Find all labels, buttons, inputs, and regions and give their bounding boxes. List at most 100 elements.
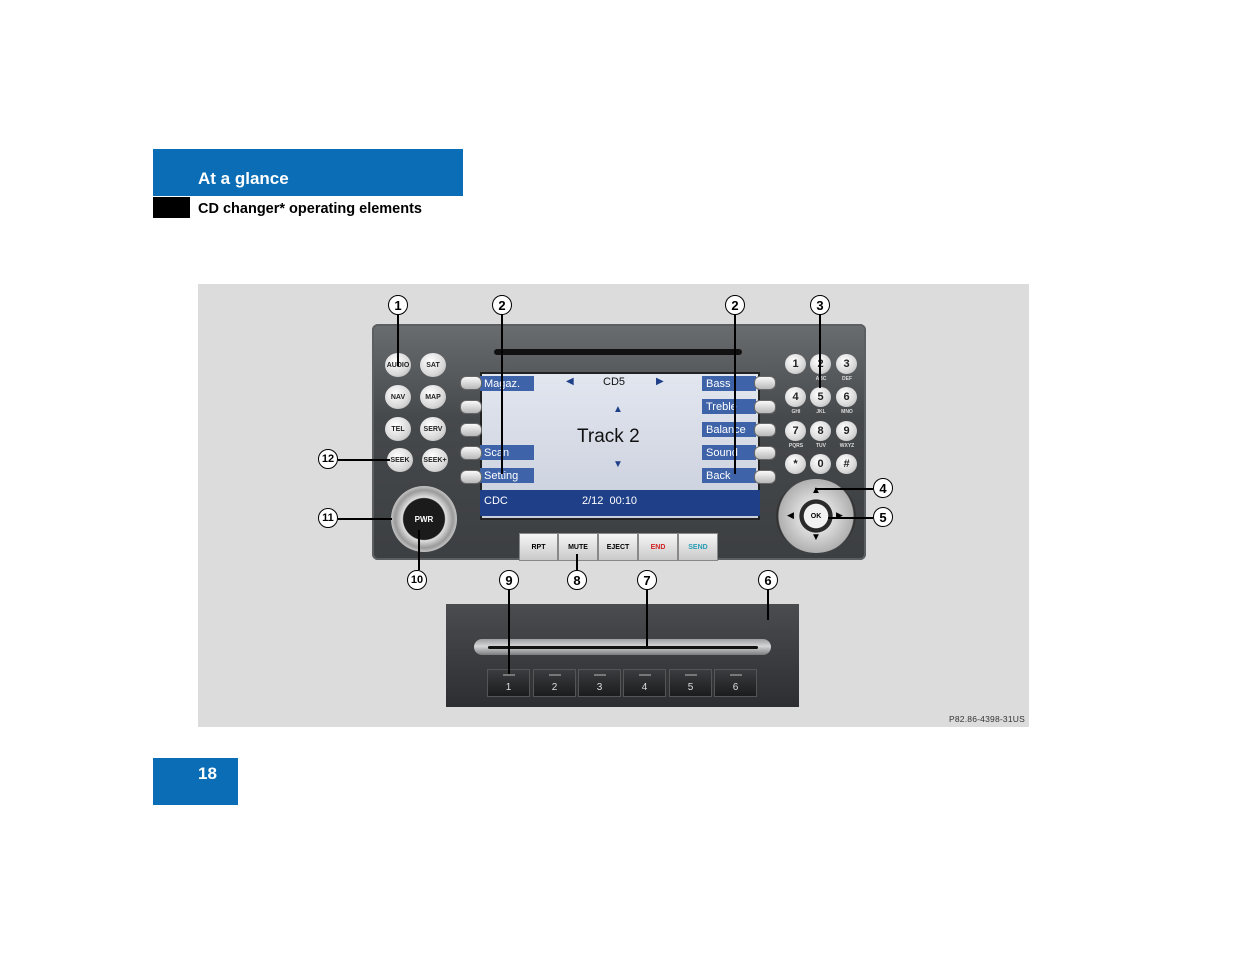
leader-line-4	[815, 488, 873, 490]
eject-button[interactable]: EJECT	[598, 533, 638, 561]
softkey-left-2[interactable]	[460, 400, 482, 414]
power-label: PWR	[414, 514, 434, 524]
leader-line-12	[338, 459, 390, 461]
nav-down-icon: ▼	[811, 532, 821, 543]
keypad-9-letters: WXYZ	[839, 443, 855, 449]
magazine-button-2[interactable]: 2	[533, 669, 576, 697]
mute-button[interactable]: MUTE	[558, 533, 598, 561]
softkey-right-3[interactable]	[754, 423, 776, 437]
callout-6: 6	[758, 570, 778, 590]
softkey-left-4[interactable]	[460, 446, 482, 460]
leader-line-2a	[501, 314, 503, 474]
keypad-3[interactable]: 3	[836, 354, 857, 374]
keypad-4[interactable]: 4	[785, 387, 806, 407]
sat-button[interactable]: SAT	[420, 353, 446, 377]
magazine-button-5[interactable]: 5	[669, 669, 712, 697]
serv-button[interactable]: SERV	[420, 417, 446, 441]
keypad-8-letters: TUV	[816, 443, 826, 449]
softkey-left-3[interactable]	[460, 423, 482, 437]
keypad-0[interactable]: 0	[810, 454, 831, 474]
callout-1: 1	[388, 295, 408, 315]
leader-line-1	[397, 314, 399, 366]
leader-line-8	[576, 554, 578, 570]
end-button[interactable]: END	[638, 533, 678, 561]
navigation-rocker[interactable]	[776, 479, 856, 553]
callout-12: 12	[318, 449, 338, 469]
disc-label: CD5	[603, 376, 626, 388]
magazine-button-4[interactable]: 4	[623, 669, 666, 697]
softkey-label-scan: Scan	[480, 445, 534, 460]
status-bar	[480, 490, 760, 516]
softkey-left-1[interactable]	[460, 376, 482, 390]
keypad-1[interactable]: 1	[785, 354, 806, 374]
map-button[interactable]: MAP	[420, 385, 446, 409]
callout-3: 3	[810, 295, 830, 315]
softkey-label-setting: Setting	[480, 468, 534, 483]
callout-4: 4	[873, 478, 893, 498]
softkey-right-1[interactable]	[754, 376, 776, 390]
magazine-button-6[interactable]: 6	[714, 669, 757, 697]
track-label: Track 2	[577, 426, 640, 447]
softkey-label-back: Back	[702, 468, 756, 483]
prev-disc-icon: ◀	[566, 376, 574, 387]
keypad-6[interactable]: 6	[836, 387, 857, 407]
rpt-button[interactable]: RPT	[519, 533, 558, 561]
keypad-5-letters: JKL	[816, 409, 826, 415]
power-volume-knob[interactable]	[391, 486, 457, 552]
leader-line-10	[418, 530, 420, 570]
keypad-7-letters: PQRS	[788, 443, 804, 449]
ok-button[interactable]: OK	[810, 512, 822, 520]
leader-line-7	[646, 590, 648, 646]
callout-10: 10	[407, 570, 427, 590]
figure-reference-code: P82.86-4398-31US	[949, 714, 1025, 724]
page-number-box	[153, 758, 238, 805]
keypad-3-letters: DEF	[842, 376, 852, 382]
softkey-label-treble: Treble	[702, 399, 756, 414]
cd-changer-figure: AUDIO SAT NAV MAP TEL SERV SEEK SEEK+ PW…	[198, 284, 1029, 727]
keypad-9[interactable]: 9	[836, 421, 857, 441]
nav-button[interactable]: NAV	[385, 385, 411, 409]
keypad-star[interactable]: *	[785, 454, 806, 474]
nav-right-icon: ▶	[836, 510, 843, 520]
section-title: At a glance	[198, 169, 289, 188]
callout-2-left: 2	[492, 295, 512, 315]
leader-line-9	[508, 590, 510, 674]
disc-slot	[494, 349, 742, 355]
softkey-right-2[interactable]	[754, 400, 776, 414]
keypad-7[interactable]: 7	[785, 421, 806, 441]
softkey-right-4[interactable]	[754, 446, 776, 460]
keypad-2[interactable]: 2	[810, 354, 831, 374]
seek-plus-button[interactable]: SEEK+	[422, 448, 448, 472]
leader-line-11	[338, 518, 392, 520]
keypad-5[interactable]: 5	[810, 387, 831, 407]
seek-minus-button[interactable]: SEEK	[387, 448, 413, 472]
leader-line-2b	[734, 314, 736, 474]
keypad-6-letters: MNO	[841, 409, 853, 415]
send-button[interactable]: SEND	[678, 533, 718, 561]
magazine-button-3[interactable]: 3	[578, 669, 621, 697]
keypad-8[interactable]: 8	[810, 421, 831, 441]
keypad-4-letters: GHI	[791, 409, 801, 415]
leader-line-5	[828, 517, 873, 519]
softkey-label-sound: Sound	[702, 445, 756, 460]
page-number: 18	[198, 764, 217, 783]
source-label: CDC	[484, 495, 508, 507]
tel-button[interactable]: TEL	[385, 417, 411, 441]
nav-left-icon: ◀	[787, 510, 794, 520]
keypad-hash[interactable]: #	[836, 454, 857, 474]
header-marker	[153, 197, 190, 218]
next-disc-icon: ▶	[656, 376, 664, 387]
callout-5: 5	[873, 507, 893, 527]
callout-9: 9	[499, 570, 519, 590]
changer-disc-slot	[488, 646, 758, 649]
softkey-left-5[interactable]	[460, 470, 482, 484]
keypad-2-letters: ABC	[815, 376, 827, 382]
track-time: 2/12 00:10	[582, 495, 638, 507]
callout-11: 11	[318, 508, 338, 528]
callout-8: 8	[567, 570, 587, 590]
softkey-label-bass: Bass	[702, 376, 756, 391]
softkey-label-magaz: Magaz.	[480, 376, 534, 391]
callout-7: 7	[637, 570, 657, 590]
softkey-right-5[interactable]	[754, 470, 776, 484]
track-down-icon: ▼	[613, 459, 623, 470]
